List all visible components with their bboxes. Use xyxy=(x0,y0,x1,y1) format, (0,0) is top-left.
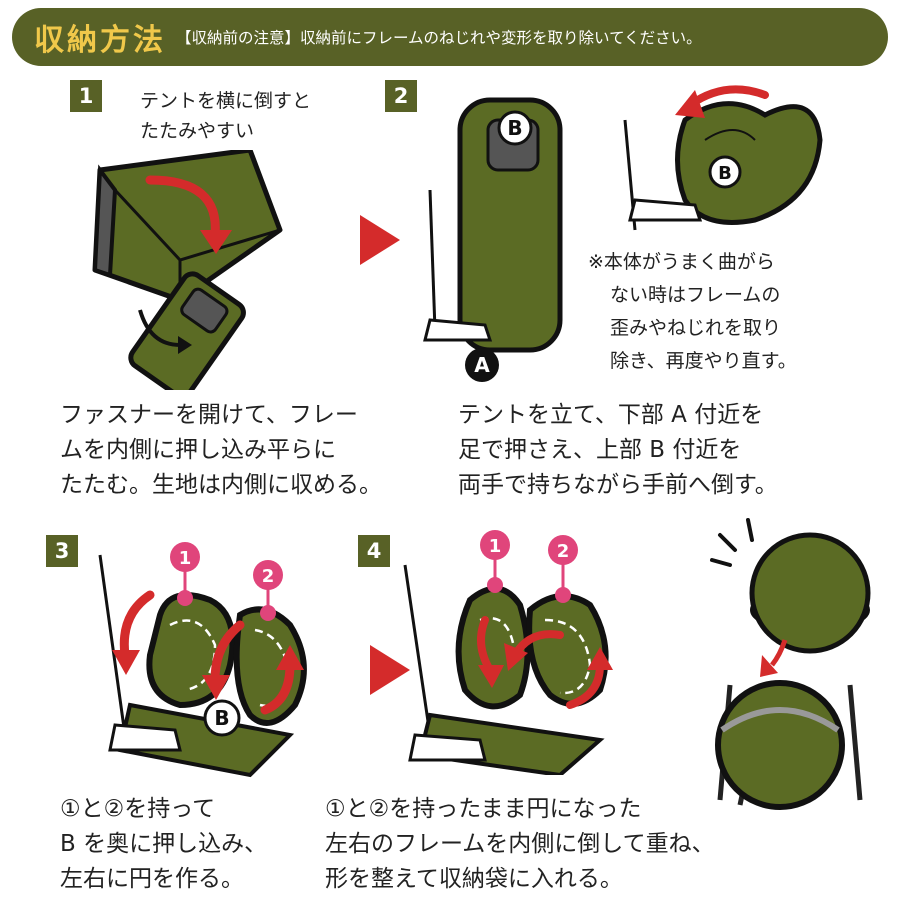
caption-line: 両手で持ちながら手前へ倒す。 xyxy=(458,472,778,498)
caption-line: B を奥に押し込み、 xyxy=(60,831,268,857)
step-1-number: 1 xyxy=(70,80,102,112)
storage-caution: 【収納前の注意】収納前にフレームのねじれや変形を取り除いてください。 xyxy=(176,29,702,47)
pin-1: 1 xyxy=(489,536,502,557)
next-step-arrow-icon xyxy=(370,645,410,695)
step-1-tip-line: たたみやすい xyxy=(140,120,255,142)
caption-line: ①と②を持ったまま円になった xyxy=(325,796,642,822)
step-1-tip: テントを横に倒すと たたみやすい xyxy=(140,86,311,146)
caption-line: ①と②を持って xyxy=(60,796,216,822)
marker-b: B xyxy=(507,116,522,140)
step-3-caption: ①と②を持って B を奥に押し込み、 左右に円を作る。 xyxy=(60,792,267,897)
marker-b: B xyxy=(718,163,732,184)
note-line: 歪みやねじれを取り xyxy=(610,317,782,339)
next-step-arrow-icon xyxy=(360,215,400,265)
caption-line: ファスナーを開けて、フレー xyxy=(60,402,358,428)
step-2-number: 2 xyxy=(385,80,417,112)
step-4-illustration: 1 2 xyxy=(403,530,613,775)
note-line: ※本体がうまく曲がら xyxy=(588,251,775,273)
caption-line: 左右のフレームを内側に倒して重ね、 xyxy=(325,831,715,857)
marker-b: B xyxy=(214,706,229,730)
step-4-number: 4 xyxy=(358,535,390,567)
step-2-caption: テントを立て、下部 A 付近を 足で押さえ、上部 B 付近を 両手で持ちながら手… xyxy=(458,398,778,503)
step-2-standing-tent-illustration: B A xyxy=(423,97,563,382)
caption-line: 左右に円を作る。 xyxy=(60,866,244,892)
header-banner: 収納方法 【収納前の注意】収納前にフレームのねじれや変形を取り除いてください。 xyxy=(12,8,888,66)
step-2-folding-illustration: B xyxy=(623,85,823,231)
step-1-illustration xyxy=(92,150,283,390)
pin-2: 2 xyxy=(262,566,275,587)
packed-tent-illustration xyxy=(710,518,871,810)
step-3-number: 3 xyxy=(46,535,78,567)
pin-2: 2 xyxy=(557,541,570,562)
caption-line: ムを内側に押し込み平らに xyxy=(60,437,336,463)
caption-line: 足で押さえ、上部 B 付近を xyxy=(458,437,742,463)
pin-1: 1 xyxy=(179,548,192,569)
step-1-caption: ファスナーを開けて、フレー ムを内側に押し込み平らに たたむ。生地は内側に収める… xyxy=(60,398,382,503)
page-title: 収納方法 xyxy=(34,23,166,58)
marker-a: A xyxy=(474,353,490,377)
note-line: 除き、再度やり直す。 xyxy=(610,350,797,372)
caption-line: 形を整えて収納袋に入れる。 xyxy=(325,866,623,892)
step-4-caption: ①と②を持ったまま円になった 左右のフレームを内側に倒して重ね、 形を整えて収納… xyxy=(325,792,715,897)
step-2-note: ※本体がうまく曲がら ない時はフレームの 歪みやねじれを取り 除き、再度やり直す… xyxy=(588,246,797,378)
note-line: ない時はフレームの xyxy=(610,284,781,306)
caption-line: たたむ。生地は内側に収める。 xyxy=(60,472,382,498)
step-3-illustration: 1 2 B xyxy=(98,542,307,778)
caption-line: テントを立て、下部 A 付近を xyxy=(458,402,764,428)
step-1-tip-line: テントを横に倒すと xyxy=(140,90,312,112)
